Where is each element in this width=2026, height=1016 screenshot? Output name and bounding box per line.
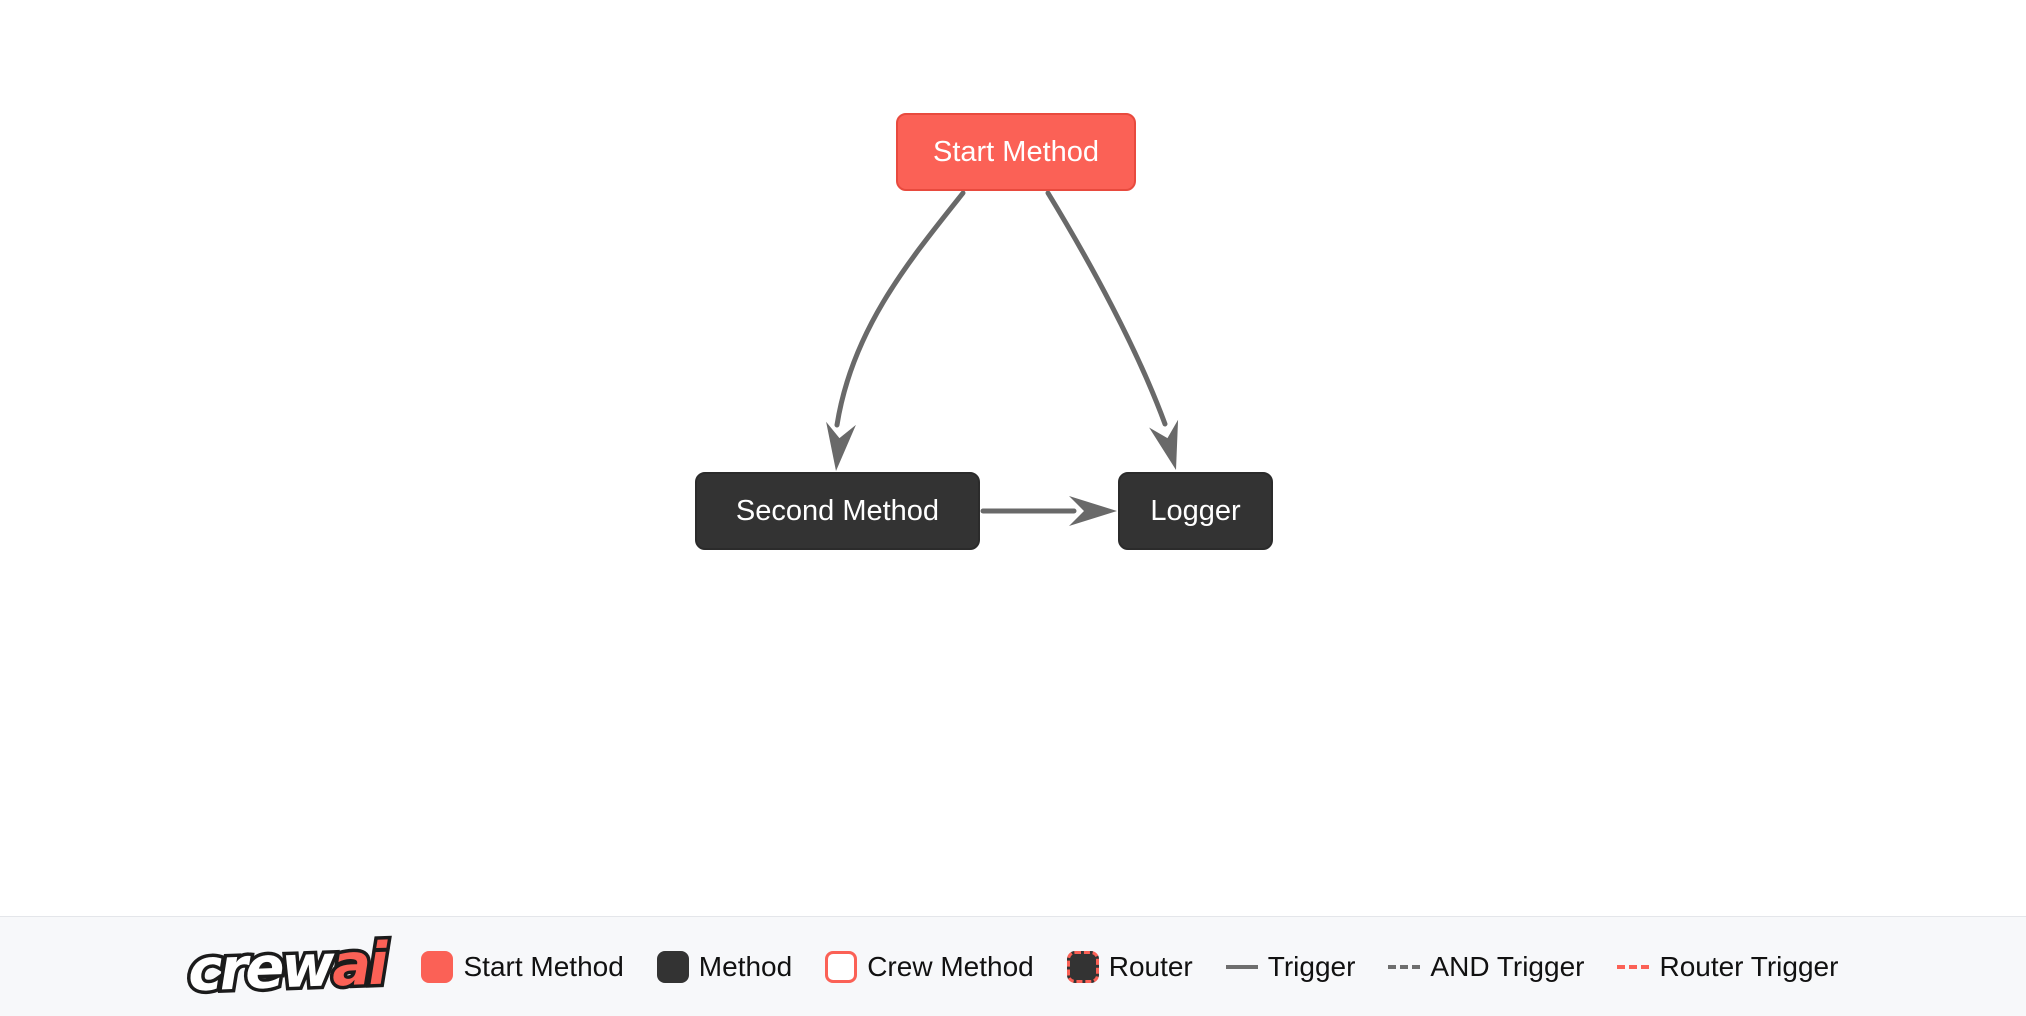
legend-label: Router Trigger [1659, 950, 1839, 982]
crewai-logo-crew: crew [183, 927, 336, 1007]
legend-label: Trigger [1267, 950, 1356, 982]
trigger-line-icon [1225, 964, 1258, 969]
legend-item-method: Method [656, 950, 793, 983]
legend-item-router-trigger: Router Trigger [1617, 951, 1838, 983]
legend-bar: crewai Start Method Method Crew Method R… [0, 916, 2026, 1016]
node-second-method[interactable]: Second Method [695, 472, 980, 550]
node-logger[interactable]: Logger [1118, 472, 1273, 550]
arrowhead-into-logger-left [1069, 496, 1117, 526]
legend-item-crew-method: Crew Method [825, 950, 1034, 983]
arrowhead-into-second-method [826, 421, 856, 471]
and-trigger-line-icon [1388, 964, 1421, 969]
legend-item-start-method: Start Method [421, 950, 624, 983]
arrowhead-into-logger-top [1149, 419, 1179, 470]
legend-label: Start Method [463, 950, 624, 982]
edge-start-to-logger [1045, 190, 1168, 427]
method-swatch-icon [656, 950, 689, 983]
legend-label: AND Trigger [1430, 950, 1585, 982]
legend-item-trigger: Trigger [1225, 950, 1356, 983]
legend-label: Router [1108, 950, 1193, 982]
edge-start-to-second-method [834, 190, 966, 428]
legend-label: Crew Method [867, 950, 1034, 982]
legend-item-router: Router [1066, 950, 1193, 983]
crewai-logo: crewai [183, 926, 389, 1008]
router-trigger-line-icon [1617, 964, 1650, 969]
router-swatch-icon [1066, 950, 1099, 983]
legend-content: crewai Start Method Method Crew Method R… [183, 926, 1839, 1008]
crew-method-swatch-icon [825, 950, 858, 983]
legend-item-and-trigger: AND Trigger [1388, 951, 1584, 983]
legend-label: Method [698, 950, 793, 982]
start-method-swatch-icon [421, 950, 454, 983]
node-start-method[interactable]: Start Method [896, 113, 1136, 191]
crewai-logo-ai: ai [327, 926, 389, 1003]
